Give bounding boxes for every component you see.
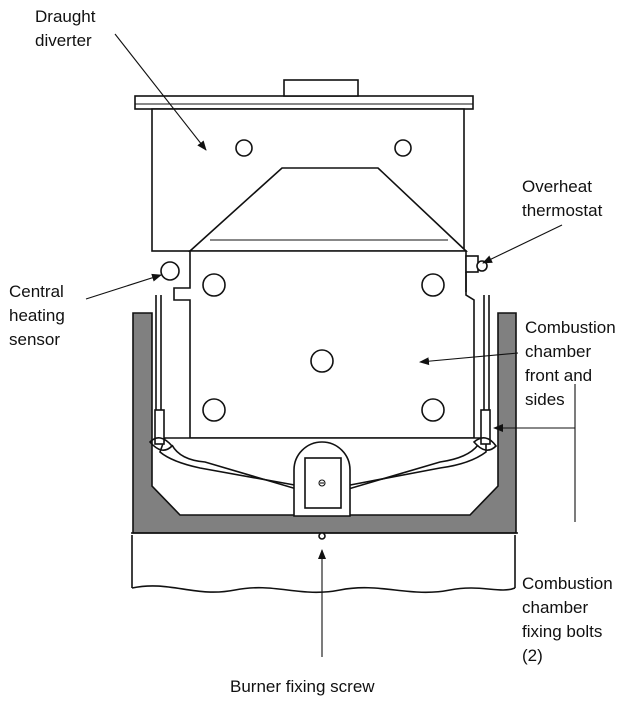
leader-draught-diverter — [114, 33, 207, 151]
front-hole-top-left — [202, 273, 226, 297]
overheat-thermostat — [465, 255, 488, 292]
diverter-collar — [283, 79, 359, 97]
front-hole-center — [310, 349, 334, 373]
label-draught-diverter: Draught diverter — [35, 7, 100, 50]
draught-diverter — [134, 79, 474, 252]
front-hole-top-right — [421, 273, 445, 297]
label-burner-fixing-screw: Burner fixing screw — [230, 677, 375, 696]
side-bracket-left — [148, 295, 174, 451]
label-central-heating-sensor: Central heating sensor — [9, 282, 70, 349]
lower-casing — [131, 535, 516, 594]
label-combustion-chamber-front: Combustion chamber front and sides — [525, 318, 620, 409]
labels: Draught diverter Overheat thermostat Cen… — [9, 7, 620, 696]
label-overheat-thermostat: Overheat thermostat — [522, 177, 603, 220]
diverter-top-plate — [134, 95, 474, 110]
front-hole-bottom-right — [421, 398, 445, 422]
diverter-hole-right — [394, 139, 412, 157]
combustion-chamber-base — [131, 312, 518, 534]
front-hole-bottom-left — [202, 398, 226, 422]
burner-fixing-screw — [318, 532, 326, 540]
side-bracket-right — [472, 295, 498, 451]
leader-central-heating-sensor — [85, 273, 162, 300]
burner — [293, 441, 351, 540]
diverter-hole-left — [235, 139, 253, 157]
leader-lines — [85, 33, 576, 657]
leader-combustion-chamber-front — [419, 352, 519, 366]
label-fixing-bolts: Combustion chamber fixing bolts (2) — [522, 574, 617, 665]
central-heating-sensor — [160, 261, 180, 281]
leader-overheat-thermostat — [482, 224, 563, 264]
